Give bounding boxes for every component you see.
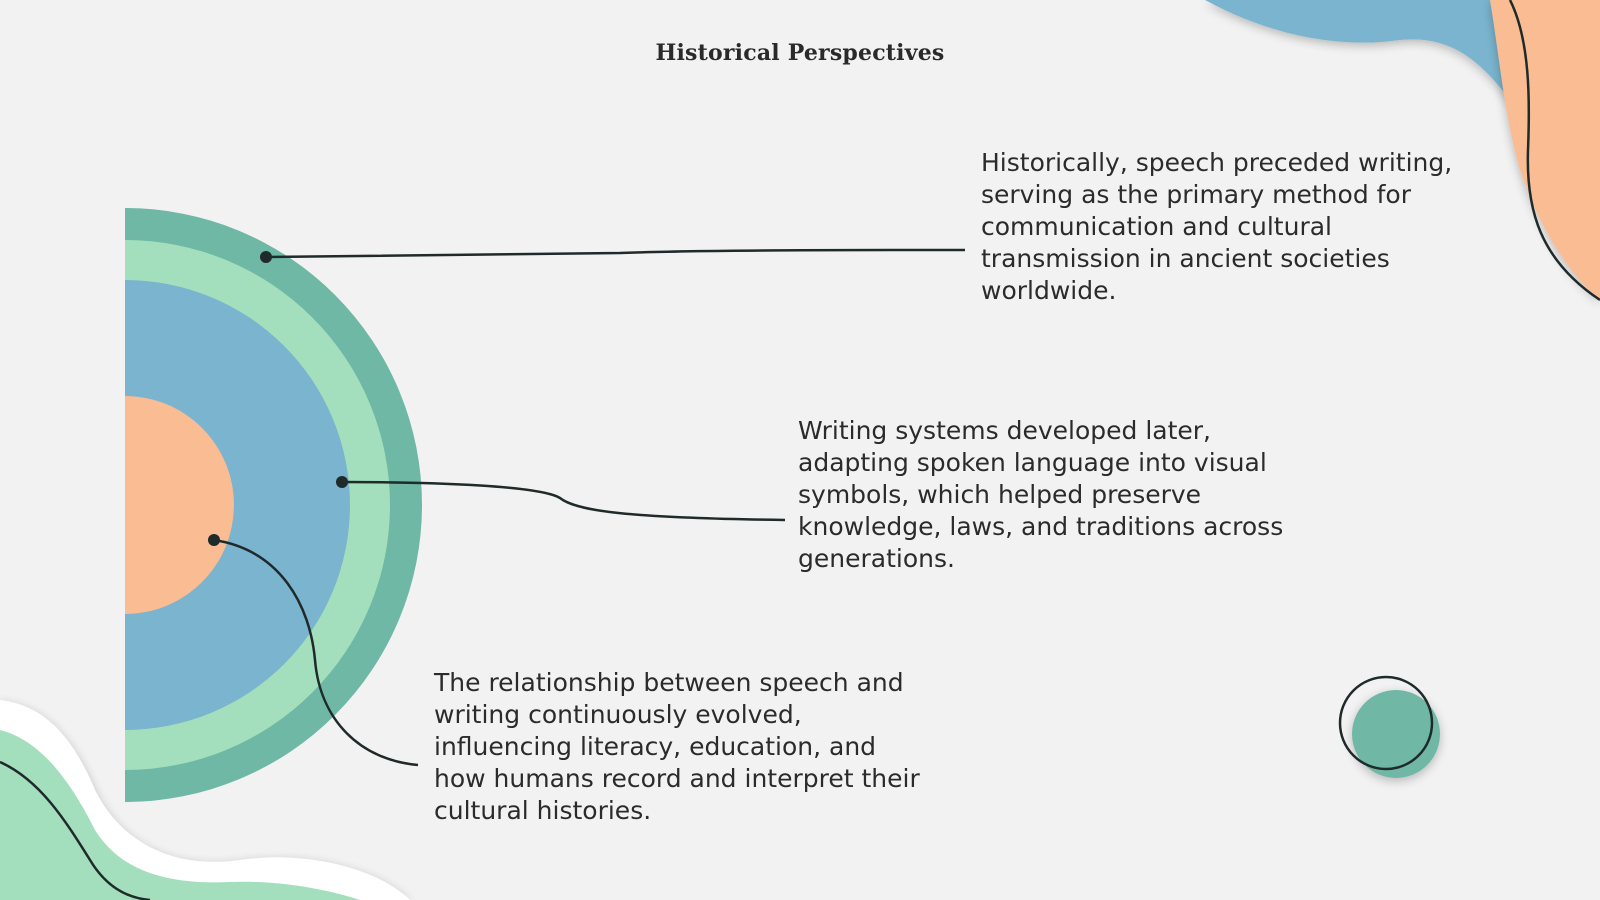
connector-line-2 — [341, 480, 786, 522]
connector-line-3 — [213, 538, 419, 767]
ring-core — [125, 396, 234, 614]
top-right-orange-blob — [1490, 0, 1600, 300]
connector-dot-3 — [208, 534, 220, 546]
connector-dot-2 — [336, 476, 348, 488]
slide-title: Historical Perspectives — [655, 40, 945, 66]
point-text-1: Historically, speech preceded writing, s… — [981, 148, 1453, 305]
bottom-left-curve-line — [0, 760, 151, 900]
point-text-2: Writing systems developed later, adaptin… — [798, 416, 1284, 573]
accent-outline-circle — [1338, 675, 1434, 771]
point-text-3: The relationship between speech and writ… — [434, 668, 920, 825]
concentric-rings-diagram — [125, 208, 422, 802]
connector-line-1 — [265, 248, 966, 259]
connector-dot-1 — [260, 251, 272, 263]
ring-inner — [125, 280, 350, 730]
top-right-curve-line — [1508, 0, 1600, 302]
bottom-left-green-blob — [0, 730, 360, 900]
